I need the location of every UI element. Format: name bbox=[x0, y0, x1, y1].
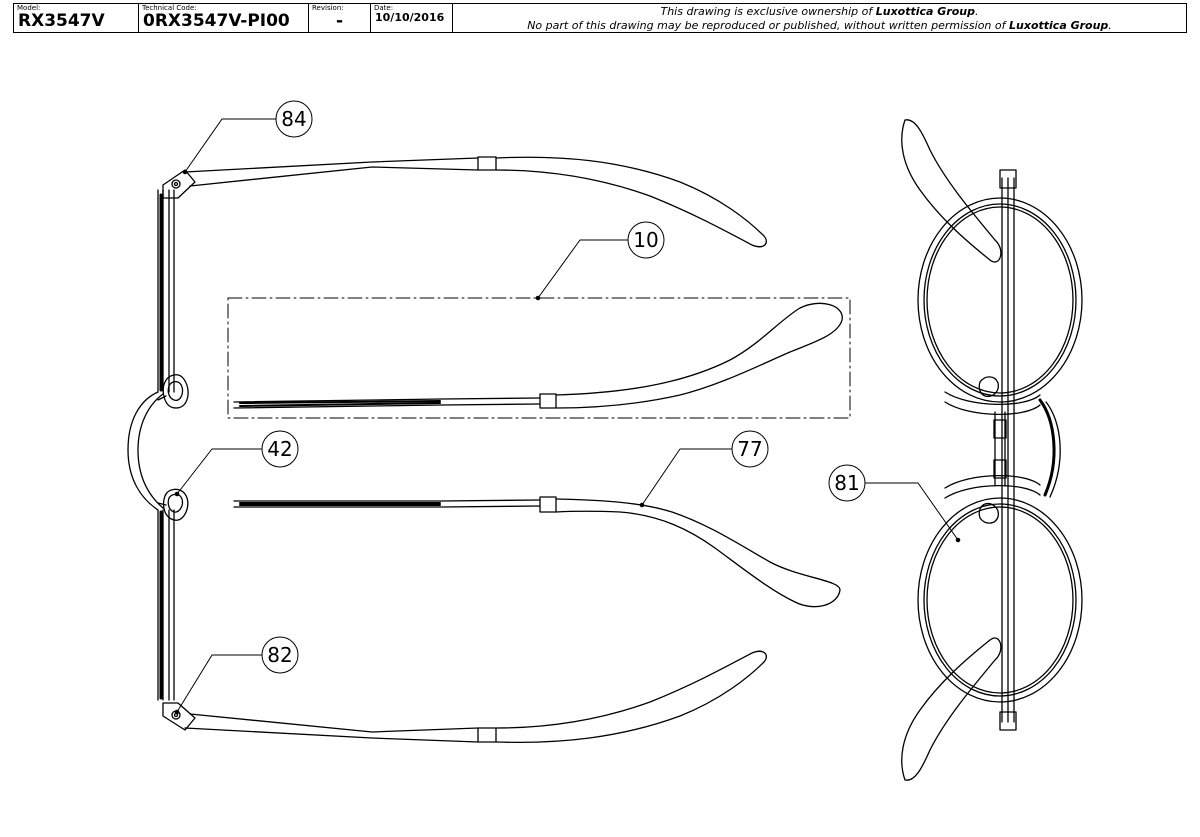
technical-code-caption: Technical Code: bbox=[142, 4, 197, 12]
part-10-frame bbox=[227, 297, 851, 419]
technical-code-cell: Technical Code: 0RX3547V-PI00 bbox=[139, 4, 309, 32]
notice-line-2: No part of this drawing may be reproduce… bbox=[527, 19, 1112, 32]
date-cell: Date: 10/10/2016 bbox=[371, 4, 453, 32]
temple-bottom bbox=[184, 650, 767, 743]
company-name: Luxottica Group bbox=[1009, 19, 1109, 32]
callout-84: 84 bbox=[182, 100, 313, 175]
temple-top bbox=[184, 156, 767, 248]
model-value: RX3547V bbox=[18, 11, 105, 31]
hinge-bottom bbox=[162, 702, 196, 731]
callout-42: 42 bbox=[174, 430, 299, 497]
callout-77-label: 77 bbox=[737, 437, 762, 461]
date-caption: Date: bbox=[374, 4, 394, 12]
revision-caption: Revision: bbox=[312, 4, 344, 12]
front-frame-top-view bbox=[127, 189, 175, 701]
technical-code-value: 0RX3547V-PI00 bbox=[143, 11, 290, 31]
callout-82-label: 82 bbox=[267, 643, 292, 667]
ownership-notice: This drawing is exclusive ownership of L… bbox=[453, 4, 1186, 32]
callout-81-label: 81 bbox=[834, 471, 859, 495]
callout-10: 10 bbox=[535, 221, 665, 301]
temple-part-10 bbox=[233, 302, 843, 409]
temple-part-77 bbox=[233, 496, 841, 608]
callout-81: 81 bbox=[828, 464, 961, 543]
callout-84-label: 84 bbox=[281, 107, 306, 131]
callout-10-label: 10 bbox=[633, 228, 658, 252]
hinge-top bbox=[162, 169, 196, 199]
nose-pad-upper bbox=[157, 374, 189, 409]
revision-value: - bbox=[335, 11, 344, 31]
model-cell: Model: RX3547V bbox=[14, 4, 139, 32]
model-caption: Model: bbox=[17, 4, 41, 12]
notice-line-1: This drawing is exclusive ownership of L… bbox=[660, 5, 979, 18]
date-value: 10/10/2016 bbox=[375, 11, 445, 24]
revision-cell: Revision: - bbox=[309, 4, 371, 32]
callout-82: 82 bbox=[174, 636, 299, 715]
company-name: Luxottica Group bbox=[875, 5, 976, 18]
callout-42-label: 42 bbox=[267, 437, 292, 461]
front-view bbox=[901, 119, 1083, 781]
title-block: Model: RX3547V Technical Code: 0RX3547V-… bbox=[13, 3, 1187, 33]
callout-77: 77 bbox=[639, 430, 769, 508]
callouts: 84 10 42 77 81 bbox=[174, 100, 961, 715]
